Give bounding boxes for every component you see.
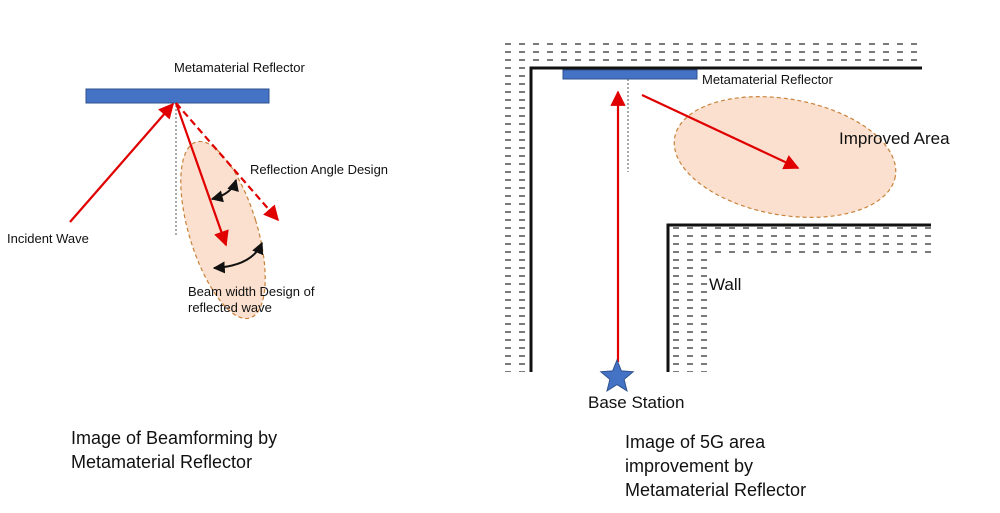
left-wall-edge: [529, 66, 922, 372]
right-caption-2: improvement by: [625, 456, 753, 476]
incident-wave-arrow: [69, 102, 175, 223]
improved-area-label: Improved Area: [839, 129, 950, 148]
reflection-angle-arc: [210, 178, 239, 203]
right-caption-1: Image of 5G area: [625, 432, 766, 452]
right-panel: Metamaterial Reflector Improved Area Wal…: [500, 37, 950, 500]
reflection-angle-label: Reflection Angle Design: [250, 162, 388, 177]
wall-label: Wall: [709, 275, 741, 294]
left-caption-1: Image of Beamforming by: [71, 428, 277, 448]
right-wall: [668, 225, 931, 372]
improved-area: [673, 96, 897, 218]
right-metamaterial-reflector: [562, 69, 698, 80]
beam-width-label-2: reflected wave: [188, 300, 272, 315]
base-station-label: Base Station: [588, 393, 684, 412]
specular-reflection-arrow: [175, 102, 280, 222]
right-wall-edge: [666, 223, 931, 372]
incident-wave-label: Incident Wave: [7, 231, 89, 246]
right-reflector-label: Metamaterial Reflector: [702, 72, 833, 87]
right-reflected-wave-arrow: [641, 94, 800, 170]
star-icon: [599, 358, 635, 392]
left-panel: Metamaterial Reflector Reflection Angle …: [7, 60, 388, 472]
metamaterial-reflector: [85, 88, 270, 104]
right-caption-3: Metamaterial Reflector: [625, 480, 806, 500]
left-reflector-label: Metamaterial Reflector: [174, 60, 305, 75]
reflected-wave-arrow: [174, 102, 229, 247]
beam-width-arc: [212, 241, 264, 274]
left-caption-2: Metamaterial Reflector: [71, 452, 252, 472]
beam-width-label-1: Beam width Design of: [188, 284, 315, 299]
